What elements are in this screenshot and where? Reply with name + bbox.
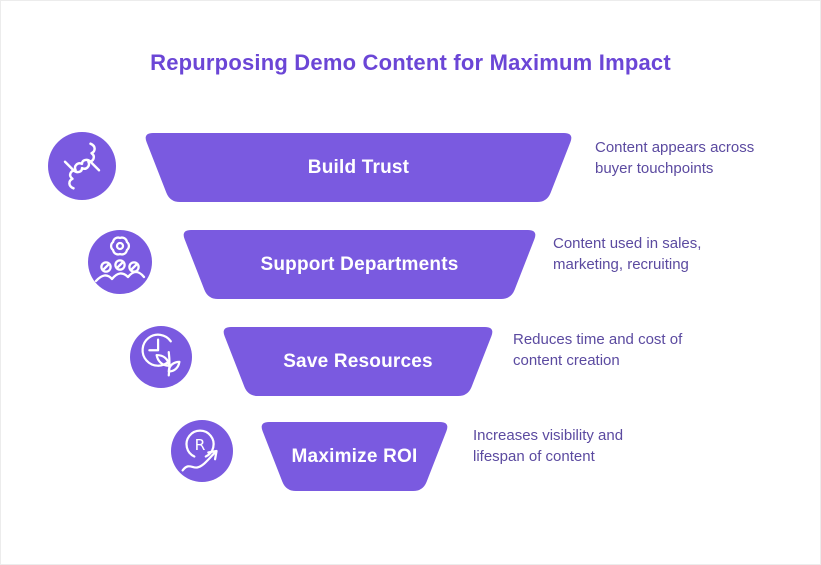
funnel-segment-maximize-roi: Maximize ROI: [259, 422, 450, 491]
page-title: Repurposing Demo Content for Maximum Imp…: [150, 50, 671, 75]
funnel-segment-label: Maximize ROI: [291, 445, 418, 467]
funnel-segment-label: Save Resources: [283, 350, 433, 372]
segment-description: Increases visibility and lifespan of con…: [473, 427, 624, 465]
clock-sprout-icon: [130, 326, 192, 388]
funnel-segment-support-departments: Support Departments: [181, 230, 538, 299]
handshake-icon: [48, 132, 116, 200]
segment-description: Content appears across buyer touchpoints: [595, 139, 755, 177]
funnel-segment-label: Support Departments: [260, 253, 459, 275]
roi-arrow-icon: R: [171, 420, 233, 482]
funnel-segment-save-resources: Save Resources: [221, 327, 495, 396]
funnel-segment-label: Build Trust: [307, 156, 410, 178]
svg-text:R: R: [195, 436, 206, 454]
segment-description: Reduces time and cost of content creatio…: [513, 331, 683, 369]
gear-team-icon: [88, 230, 152, 294]
segment-description: Content used in sales, marketing, recrui…: [553, 235, 702, 273]
funnel-segment-build-trust: Build Trust: [143, 133, 574, 202]
